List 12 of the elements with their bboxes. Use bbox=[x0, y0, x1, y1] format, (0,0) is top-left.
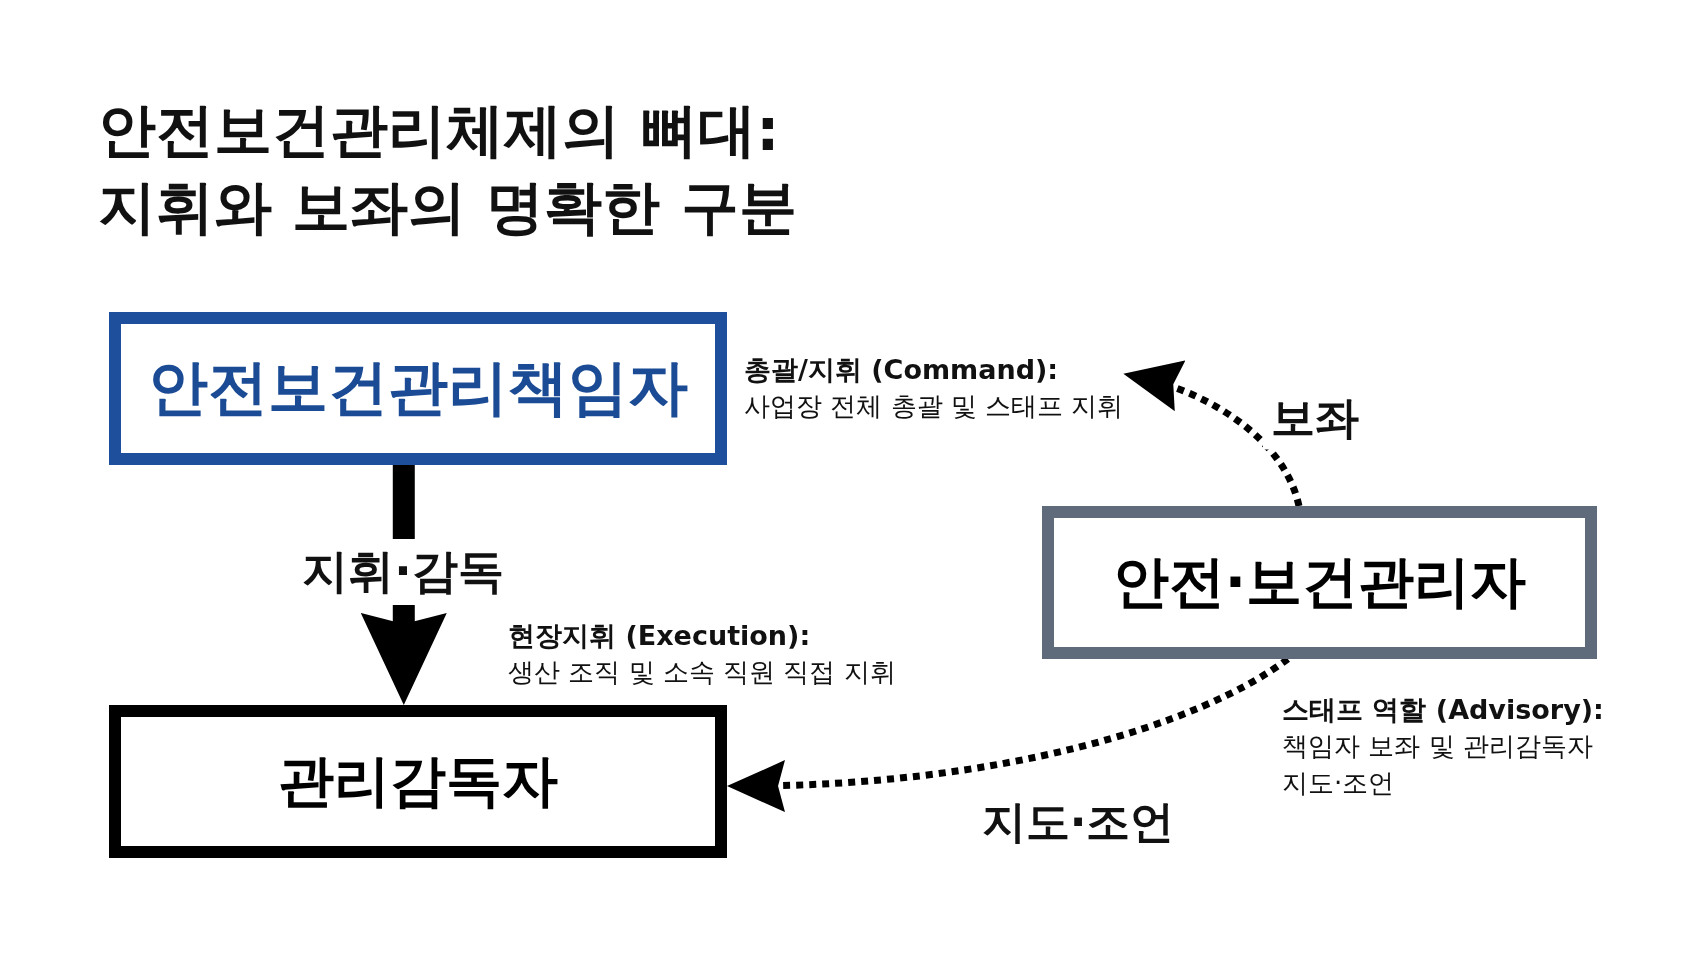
note-heading: 현장지휘 (Execution): bbox=[508, 619, 812, 653]
title: 안전보건관리체제의 뼈대: 지휘와 보좌의 명확한 구분 bbox=[98, 95, 798, 243]
note-text: 생산 조직 및 소속 직원 직접 지휘 bbox=[508, 656, 897, 690]
arrow bbox=[727, 656, 1290, 812]
role-box: 안전보건관리책임자 bbox=[109, 312, 727, 465]
note-heading: 총괄/지휘 (Command): bbox=[744, 353, 1060, 387]
role-box: 안전·보건관리자 bbox=[1042, 506, 1597, 659]
note-heading: 스태프 역할 (Advisory): bbox=[1282, 693, 1605, 727]
note-text: 사업장 전체 총괄 및 스태프 지휘 bbox=[744, 390, 1124, 424]
role-box: 관리감독자 bbox=[109, 705, 727, 858]
note-text: 책임자 보좌 및 관리감독자 지도·조언 bbox=[1282, 730, 1594, 800]
arrow bbox=[1123, 362, 1303, 507]
